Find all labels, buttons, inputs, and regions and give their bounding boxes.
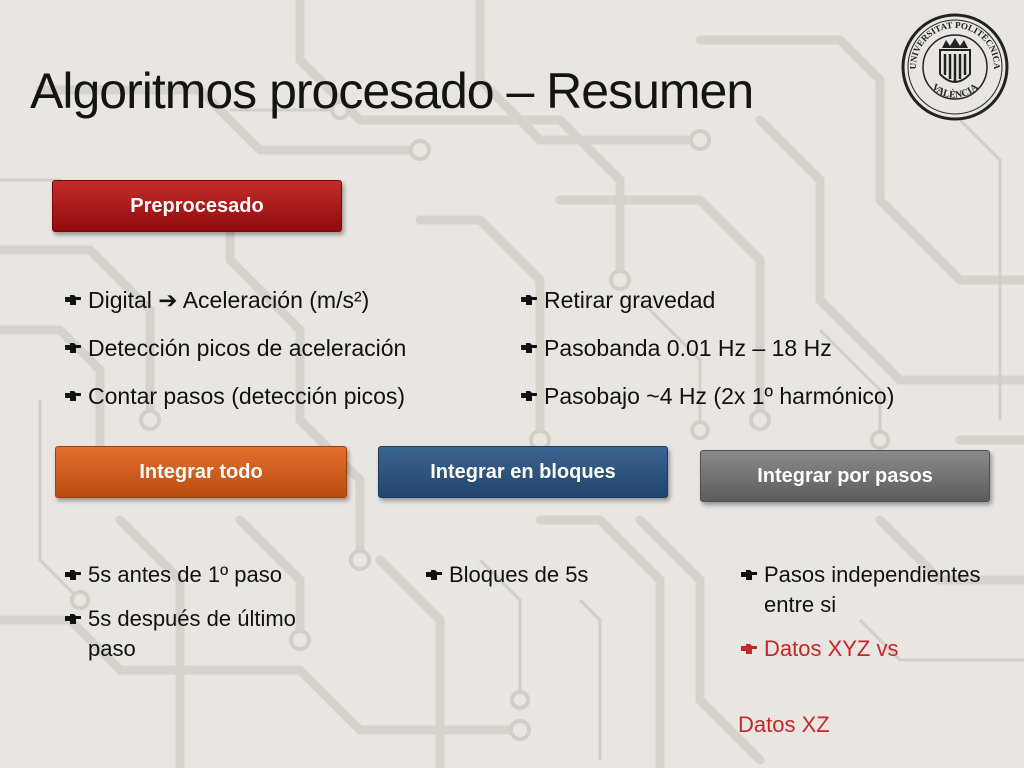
list-item: Pasobanda 0.01 Hz – 18 Hz: [520, 333, 894, 381]
list-item: Contar pasos (detección picos): [64, 381, 406, 429]
list-item: Pasobajo ~4 Hz (2x 1º harmónico): [520, 381, 894, 429]
hand-pointing-right-icon: [64, 613, 82, 625]
preprocesado-left-list: Digital ➔ Aceleración (m/s²) Detección p…: [64, 285, 406, 429]
list-item: 5s antes de 1º paso: [64, 560, 338, 590]
list-item: Digital ➔ Aceleración (m/s²): [64, 285, 406, 333]
list-item: Pasos independientes entre si: [740, 560, 994, 620]
hand-pointing-right-icon: [64, 569, 82, 581]
hand-pointing-right-icon: [740, 643, 758, 655]
hand-pointing-right-icon: [740, 569, 758, 581]
list-item: 5s después de último paso: [64, 604, 338, 664]
hand-pointing-right-icon: [520, 390, 538, 402]
integrar-pasos-box: Integrar por pasos: [700, 450, 990, 502]
hand-pointing-right-icon: [520, 294, 538, 306]
integrar-bloques-box: Integrar en bloques: [378, 446, 668, 498]
integrar-bloques-list: Bloques de 5s: [425, 560, 588, 604]
hand-pointing-right-icon: [64, 390, 82, 402]
list-item: Bloques de 5s: [425, 560, 588, 590]
hand-pointing-right-icon: [64, 342, 82, 354]
upv-seal-logo: UNIVERSITAT POLITÈCNICA VALÈNCIA: [901, 13, 1009, 121]
preprocesado-right-list: Retirar gravedad Pasobanda 0.01 Hz – 18 …: [520, 285, 894, 429]
svg-text:VALÈNCIA: VALÈNCIA: [929, 81, 981, 101]
list-item: Retirar gravedad: [520, 285, 894, 333]
hand-pointing-right-icon: [425, 569, 443, 581]
preprocesado-box: Preprocesado: [52, 180, 342, 232]
preprocesado-label: Preprocesado: [130, 195, 264, 217]
hand-pointing-right-icon: [64, 294, 82, 306]
list-item: Detección picos de aceleración: [64, 333, 406, 381]
integrar-pasos-tail: Datos XZ: [738, 712, 830, 737]
integrar-todo-box: Integrar todo: [55, 446, 347, 498]
hand-pointing-right-icon: [520, 342, 538, 354]
integrar-pasos-list: Pasos independientes entre si Datos XYZ …: [740, 560, 994, 678]
integrar-pasos-label: Integrar por pasos: [757, 465, 933, 487]
integrar-bloques-label: Integrar en bloques: [430, 461, 616, 483]
slide-title: Algoritmos procesado – Resumen: [30, 63, 754, 119]
integrar-todo-label: Integrar todo: [139, 461, 263, 483]
integrar-todo-list: 5s antes de 1º paso 5s después de último…: [64, 560, 338, 678]
list-item: Datos XYZ vs: [740, 634, 994, 664]
